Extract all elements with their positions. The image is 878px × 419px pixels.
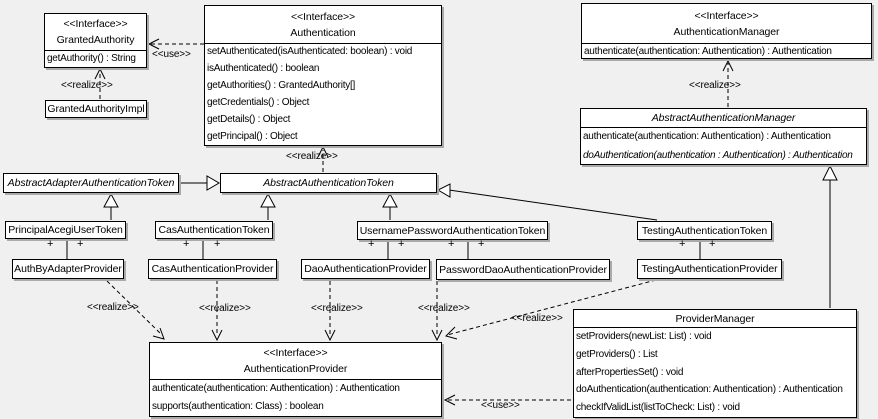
edge-realize-authbyadapterprovider[interactable] xyxy=(106,280,165,340)
method: getAuthority() : String xyxy=(47,53,136,64)
class-title: <<Interface>> Authentication xyxy=(205,6,441,44)
class-stereotype: <<Interface>> xyxy=(263,347,328,359)
class-name: CasAuthenticationProvider xyxy=(151,263,274,275)
class-name: PrincipalAcegiUserToken xyxy=(8,224,123,236)
realize-stereotype-label: <<realize>> xyxy=(689,80,741,91)
association-plus-label: + xyxy=(398,238,405,250)
edge-gen-abstractadapter-abstracttoken[interactable] xyxy=(180,175,220,191)
realize-stereotype-label: <<realize>> xyxy=(61,80,113,91)
method: setAuthenticated(isAuthenticated: boolea… xyxy=(207,46,413,57)
association-plus-label: + xyxy=(368,238,375,250)
class-title: <<Interface>> AuthenticationProvider xyxy=(150,343,441,380)
class-name: TestingAuthenticationProvider xyxy=(641,263,778,275)
association-plus-label: + xyxy=(77,238,84,250)
class-box-username-password-authentication-token[interactable]: UsernamePasswordAuthenticationToken xyxy=(357,221,548,240)
class-box-authentication-manager[interactable]: <<Interface>> AuthenticationManager auth… xyxy=(581,3,872,59)
class-title: <<Interface>> AuthenticationManager xyxy=(582,4,871,44)
class-box-abstract-authentication-token[interactable]: AbstractAuthenticationToken xyxy=(220,173,437,193)
method: supports(authentication: Class) : boolea… xyxy=(152,401,324,412)
method: isAuthenticated() : boolean xyxy=(207,62,320,74)
class-name: AbstractAdapterAuthenticationToken xyxy=(7,177,175,189)
method: authenticate(authentication: Authenticat… xyxy=(584,46,832,57)
edge-use-authentication-grantedauthority[interactable] xyxy=(147,38,204,50)
edge-gen-principalacegiusertoken[interactable] xyxy=(103,192,119,220)
class-box-dao-authentication-provider[interactable]: DaoAuthenticationProvider xyxy=(301,259,430,279)
edge-realize-grantedauthorityimpl[interactable] xyxy=(94,67,106,99)
class-name: Authentication xyxy=(290,26,356,39)
edge-use-providermanager-authenticationprovider[interactable] xyxy=(443,394,571,406)
class-name: AbstractAuthenticationToken xyxy=(263,177,394,189)
edge-realize-passworddaoauthenticationprovider[interactable] xyxy=(431,281,443,342)
class-box-cas-authentication-token[interactable]: CasAuthenticationToken xyxy=(155,221,273,239)
method: authenticate(authentication: Authenticat… xyxy=(583,131,831,142)
method: getAuthorities() : GrantedAuthority[] xyxy=(207,79,356,91)
class-name: GrantedAuthority xyxy=(56,34,135,46)
class-box-password-dao-authentication-provider[interactable]: PasswordDaoAuthenticationProvider xyxy=(436,259,610,280)
class-name: AbstractAuthenticationManager xyxy=(581,109,866,128)
class-name: UsernamePasswordAuthenticationToken xyxy=(359,224,546,237)
class-box-testing-authentication-token[interactable]: TestingAuthenticationToken xyxy=(637,221,772,240)
class-box-abstract-adapter-authentication-token[interactable]: AbstractAdapterAuthenticationToken xyxy=(3,173,179,193)
class-name: GrantedAuthorityImpl xyxy=(47,103,145,115)
realize-stereotype-label: <<realize>> xyxy=(418,303,470,314)
association-plus-label: + xyxy=(183,238,190,250)
edge-realize-abstractauthenticationtoken[interactable] xyxy=(317,145,329,172)
edge-gen-providermanager[interactable] xyxy=(822,164,838,308)
class-box-testing-authentication-provider[interactable]: TestingAuthenticationProvider xyxy=(637,259,782,279)
class-box-cas-authentication-provider[interactable]: CasAuthenticationProvider xyxy=(148,259,277,279)
class-name: AuthenticationProvider xyxy=(243,363,348,375)
method: authenticate(authentication: Authenticat… xyxy=(152,383,400,394)
edge-realize-testingauthenticationprovider[interactable] xyxy=(445,279,657,340)
class-box-authentication[interactable]: <<Interface>> Authentication setAuthenti… xyxy=(204,5,442,146)
association-plus-label: + xyxy=(709,238,716,250)
class-name: TestingAuthenticationToken xyxy=(641,224,768,237)
method: afterPropertiesSet() : void xyxy=(576,366,684,378)
edge-gen-casauthenticationtoken[interactable] xyxy=(260,192,276,220)
class-box-authentication-provider[interactable]: <<Interface>> AuthenticationProvider aut… xyxy=(149,342,442,417)
class-box-granted-authority[interactable]: <<Interface>> GrantedAuthority getAuthor… xyxy=(44,13,147,68)
class-name: AuthByAdapterProvider xyxy=(14,263,122,275)
class-name: ProviderManager xyxy=(574,310,856,328)
class-stereotype: <<Interface>> xyxy=(290,10,356,23)
class-box-provider-manager[interactable]: ProviderManager setProviders(newList: Li… xyxy=(573,309,857,418)
realize-stereotype-label: <<realize>> xyxy=(199,303,251,314)
class-box-auth-by-adapter-provider[interactable]: AuthByAdapterProvider xyxy=(12,259,124,279)
class-stereotype: <<Interface>> xyxy=(63,18,128,30)
realize-stereotype-label: <<realize>> xyxy=(87,302,139,313)
method: getDetails() : Object xyxy=(207,113,291,125)
class-name: DaoAuthenticationProvider xyxy=(304,263,427,275)
class-box-granted-authority-impl[interactable]: GrantedAuthorityImpl xyxy=(45,100,147,118)
method: doAuthentication(authentication: Authent… xyxy=(576,384,843,396)
association-plus-label: + xyxy=(478,238,485,250)
class-name: CasAuthenticationToken xyxy=(158,224,270,236)
edge-gen-usernamepasswordtoken[interactable] xyxy=(382,192,398,220)
association-plus-label: + xyxy=(448,238,455,250)
class-box-principal-acegi-user-token[interactable]: PrincipalAcegiUserToken xyxy=(5,221,126,239)
edge-realize-abstractauthenticationmanager[interactable] xyxy=(722,59,734,107)
realize-stereotype-label: <<realize>> xyxy=(286,151,338,162)
class-name: PasswordDaoAuthenticationProvider xyxy=(439,263,607,276)
use-stereotype-label: <<use>> xyxy=(152,49,191,60)
method: getCredentials() : Object xyxy=(207,96,310,108)
method: doAuthentication(authentication : Authen… xyxy=(583,149,853,161)
class-name: AuthenticationManager xyxy=(673,25,780,38)
edge-gen-testingauthenticationtoken[interactable] xyxy=(436,183,658,221)
class-box-abstract-authentication-manager[interactable]: AbstractAuthenticationManager authentica… xyxy=(580,108,867,165)
use-stereotype-label: <<use>> xyxy=(481,400,520,411)
association-plus-label: + xyxy=(47,238,54,250)
class-title: <<Interface>> GrantedAuthority xyxy=(45,14,146,51)
method: getPrincipal() : Object xyxy=(207,130,298,142)
association-plus-label: + xyxy=(214,238,221,250)
realize-stereotype-label: <<realize>> xyxy=(311,303,363,314)
realize-stereotype-label: <<realize>> xyxy=(511,313,563,324)
association-plus-label: + xyxy=(679,238,686,250)
method: checkIfValidList(listToCheck: List) : vo… xyxy=(576,402,740,414)
method: getProviders() : List xyxy=(576,348,658,360)
method: setProviders(newList: List) : void xyxy=(576,331,712,342)
class-stereotype: <<Interface>> xyxy=(694,9,759,22)
edge-realize-daoauthenticationprovider[interactable] xyxy=(324,281,336,342)
edge-realize-casauthenticationprovider[interactable] xyxy=(211,280,223,342)
